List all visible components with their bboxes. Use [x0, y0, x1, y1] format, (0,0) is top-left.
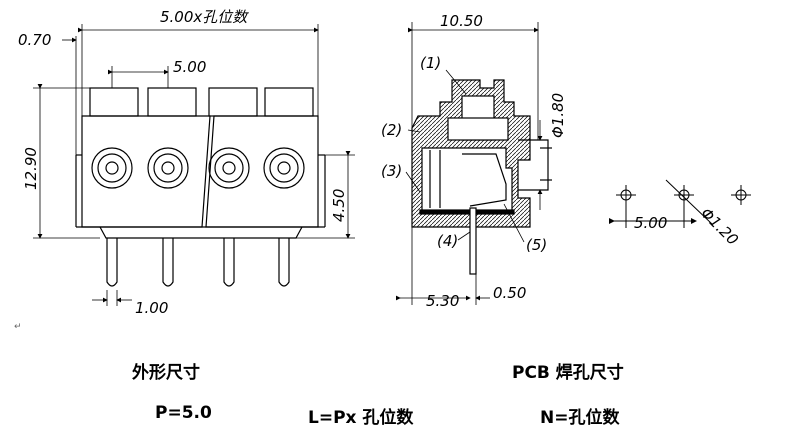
body-left [81, 115, 211, 228]
dim-screw-dia: Φ1.80 [549, 93, 567, 138]
side-pin [469, 207, 477, 275]
screw-top-4 [264, 87, 314, 117]
callout-3: (3) [381, 162, 402, 180]
caption-pcb: PCB 焊孔尺寸 [512, 363, 624, 383]
screw-top-1 [89, 87, 139, 117]
body-right [205, 115, 319, 228]
caption-pitch: P=5.0 [155, 403, 212, 423]
dim-side-width: 10.50 [440, 12, 483, 30]
pins [106, 238, 290, 287]
screw-top-3 [208, 87, 258, 117]
callout-1: (1) [420, 54, 441, 72]
base [99, 226, 303, 239]
pcb-view [609, 179, 751, 228]
dim-pin-pos: 5.30 [426, 292, 459, 310]
cavity [421, 147, 513, 213]
terminal-holes [91, 147, 305, 189]
dim-pcb-pitch: 5.00 [634, 214, 667, 232]
dim-total: 5.00x孔位数 [160, 8, 249, 26]
callout-4: (4) [437, 232, 458, 250]
dim-pin-dia: 1.00 [135, 299, 168, 317]
callout-2: (2) [381, 121, 402, 139]
dim-offset: 0.70 [18, 31, 51, 49]
side-view [411, 79, 552, 275]
dim-pitch: 5.00 [173, 58, 206, 76]
caption-length: L=Px 孔位数 [308, 408, 414, 428]
caption-count: N=孔位数 [540, 408, 620, 428]
caption-outline: 外形尺寸 [132, 363, 200, 383]
clamp-spring [462, 153, 507, 207]
screw-top-2 [147, 87, 197, 117]
paragraph-mark: ↵ [14, 322, 22, 332]
callout-5: (5) [526, 236, 547, 254]
front-view [75, 87, 326, 287]
dim-pin-thick: 0.50 [493, 284, 526, 302]
dim-pin-height: 4.50 [330, 189, 348, 222]
base-plate [419, 209, 515, 215]
dim-height: 12.90 [22, 147, 40, 190]
dim-pcb-hole: Φ1.20 [697, 204, 742, 249]
